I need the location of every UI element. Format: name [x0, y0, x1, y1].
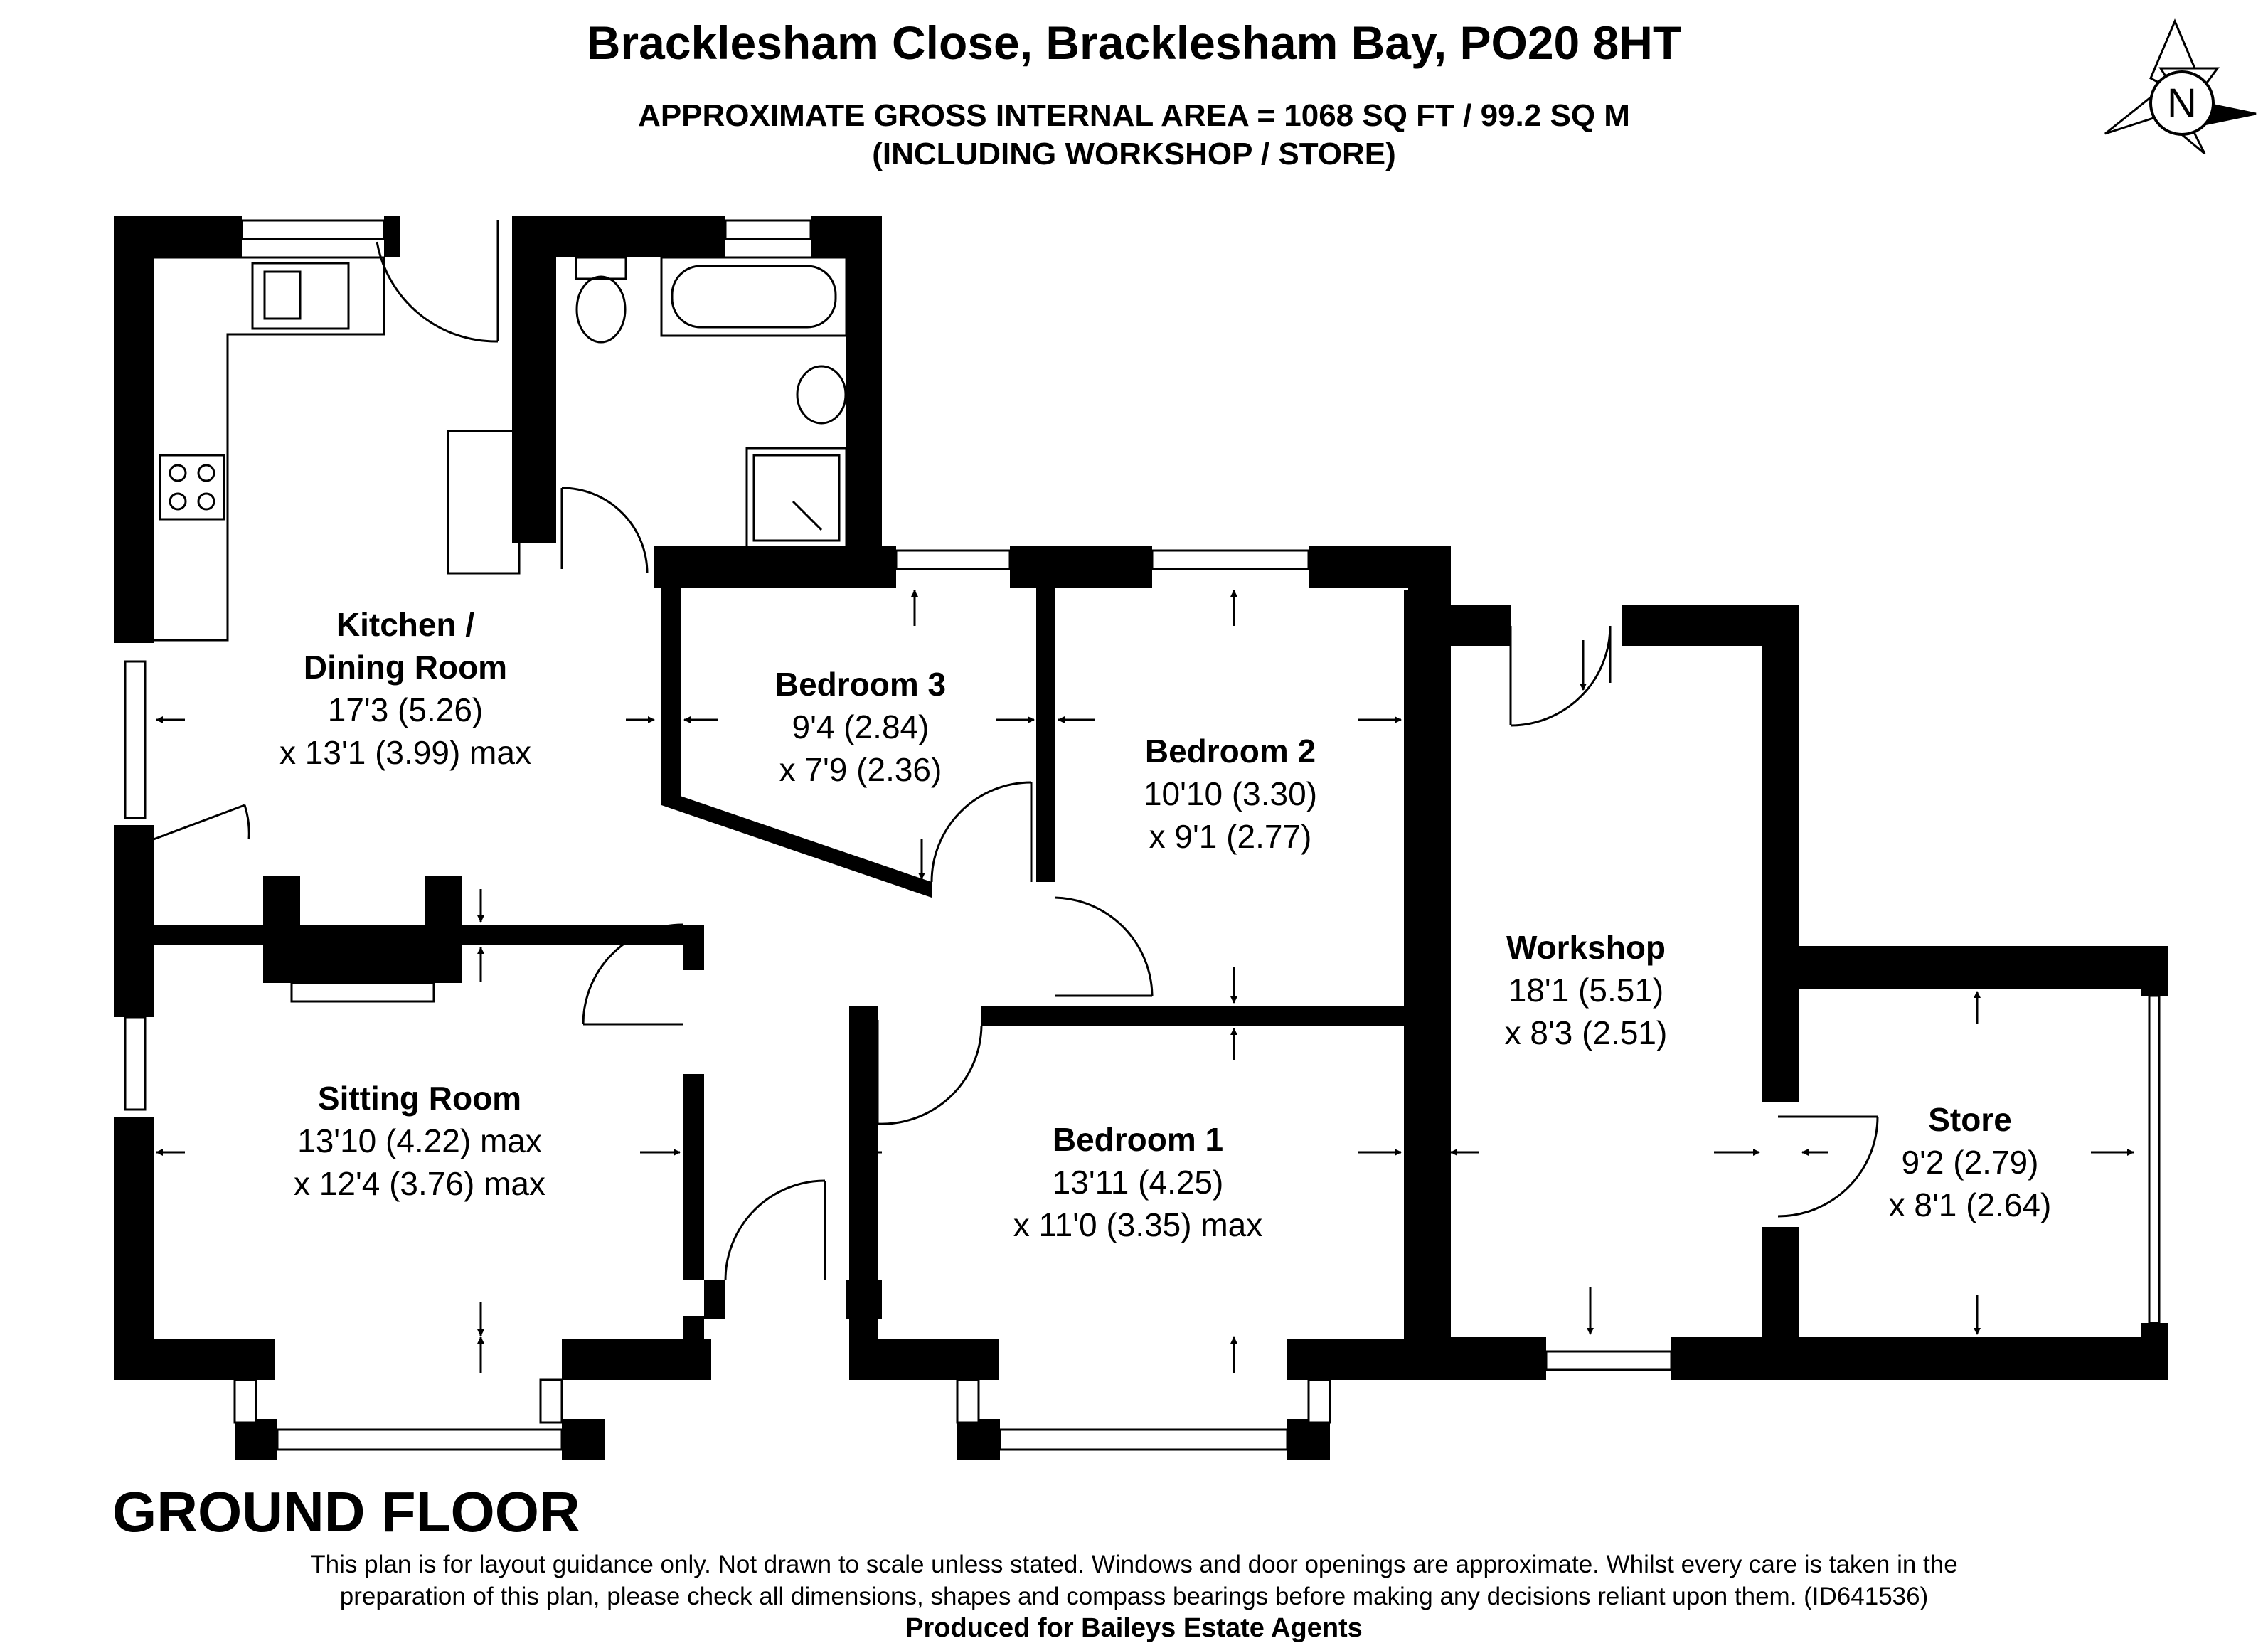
- compass-north-label: N: [2167, 80, 2197, 127]
- hob-icon: [159, 454, 225, 521]
- bedroom1-dim-2: x 11'0 (3.35) max: [1013, 1206, 1263, 1243]
- bedroom3-window: [895, 549, 1011, 570]
- sink-icon: [251, 262, 350, 330]
- disclaimer-line-1: This plan is for layout guidance only. N…: [310, 1551, 1958, 1578]
- bedroom1-name: Bedroom 1: [1053, 1121, 1223, 1158]
- cupboard: [447, 430, 521, 575]
- walls: [114, 216, 2168, 1460]
- kitchen-dim-2: x 13'1 (3.99) max: [279, 734, 531, 771]
- store-dim-2: x 8'1 (2.64): [1889, 1186, 2052, 1223]
- bedroom2-name: Bedroom 2: [1145, 733, 1316, 770]
- workshop-name: Workshop: [1506, 929, 1666, 966]
- sitting-side-window: [124, 1016, 147, 1111]
- bedroom1-dim-1: 13'11 (4.25): [1053, 1164, 1224, 1201]
- store-dim-1: 9'2 (2.79): [1902, 1144, 2039, 1181]
- bedroom2-dim-2: x 9'1 (2.77): [1149, 818, 1312, 855]
- plan-title: Bracklesham Close, Bracklesham Bay, PO20…: [586, 16, 1682, 69]
- store-name: Store: [1928, 1101, 2012, 1138]
- workshop-dim-1: 18'1 (5.51): [1508, 972, 1663, 1009]
- bath-icon: [660, 256, 848, 337]
- workshop-dim-2: x 8'3 (2.51): [1505, 1014, 1668, 1051]
- bathroom-window: [724, 219, 812, 240]
- bedroom2-window: [1151, 549, 1310, 570]
- bedroom1-bay-window: [999, 1428, 1289, 1451]
- bedroom2-dim-1: 10'10 (3.30): [1144, 775, 1317, 812]
- kitchen-dim-1: 17'3 (5.26): [328, 691, 483, 728]
- shower-icon: [745, 447, 848, 549]
- gross-area: APPROXIMATE GROSS INTERNAL AREA = 1068 S…: [638, 98, 1630, 133]
- fixtures: [154, 256, 848, 1003]
- sitting-room-name: Sitting Room: [318, 1080, 521, 1117]
- dimension-arrows: [156, 590, 2134, 1373]
- basin-icon: [796, 365, 847, 425]
- workshop-window: [1545, 1350, 1673, 1371]
- sitting-bay-window: [276, 1428, 563, 1451]
- toilet-icon: [575, 256, 627, 280]
- produced-for: Produced for Baileys Estate Agents: [905, 1613, 1363, 1643]
- floor-label: GROUND FLOOR: [112, 1480, 580, 1543]
- area-note: (INCLUDING WORKSHOP / STORE): [872, 137, 1396, 171]
- compass-rose-icon: N: [2104, 18, 2257, 155]
- kitchen-side-window: [124, 660, 147, 819]
- room-labels: Kitchen / Dining Room 17'3 (5.26) x 13'1…: [279, 606, 2051, 1243]
- bedroom3-dim-1: 9'4 (2.84): [792, 708, 930, 745]
- sitting-room-dim-2: x 12'4 (3.76) max: [294, 1165, 545, 1202]
- disclaimer-line-2: preparation of this plan, please check a…: [339, 1583, 1929, 1610]
- kitchen-window: [240, 219, 385, 240]
- doors: [153, 220, 1879, 1281]
- kitchen-name-line2: Dining Room: [304, 649, 507, 686]
- windows: [124, 219, 2161, 1451]
- kitchen-name-line1: Kitchen /: [336, 606, 474, 643]
- store-window: [2148, 994, 2161, 1324]
- sitting-room-dim-1: 13'10 (4.22) max: [297, 1122, 542, 1159]
- bedroom3-dim-2: x 7'9 (2.36): [779, 751, 942, 788]
- bedroom3-name: Bedroom 3: [775, 666, 946, 703]
